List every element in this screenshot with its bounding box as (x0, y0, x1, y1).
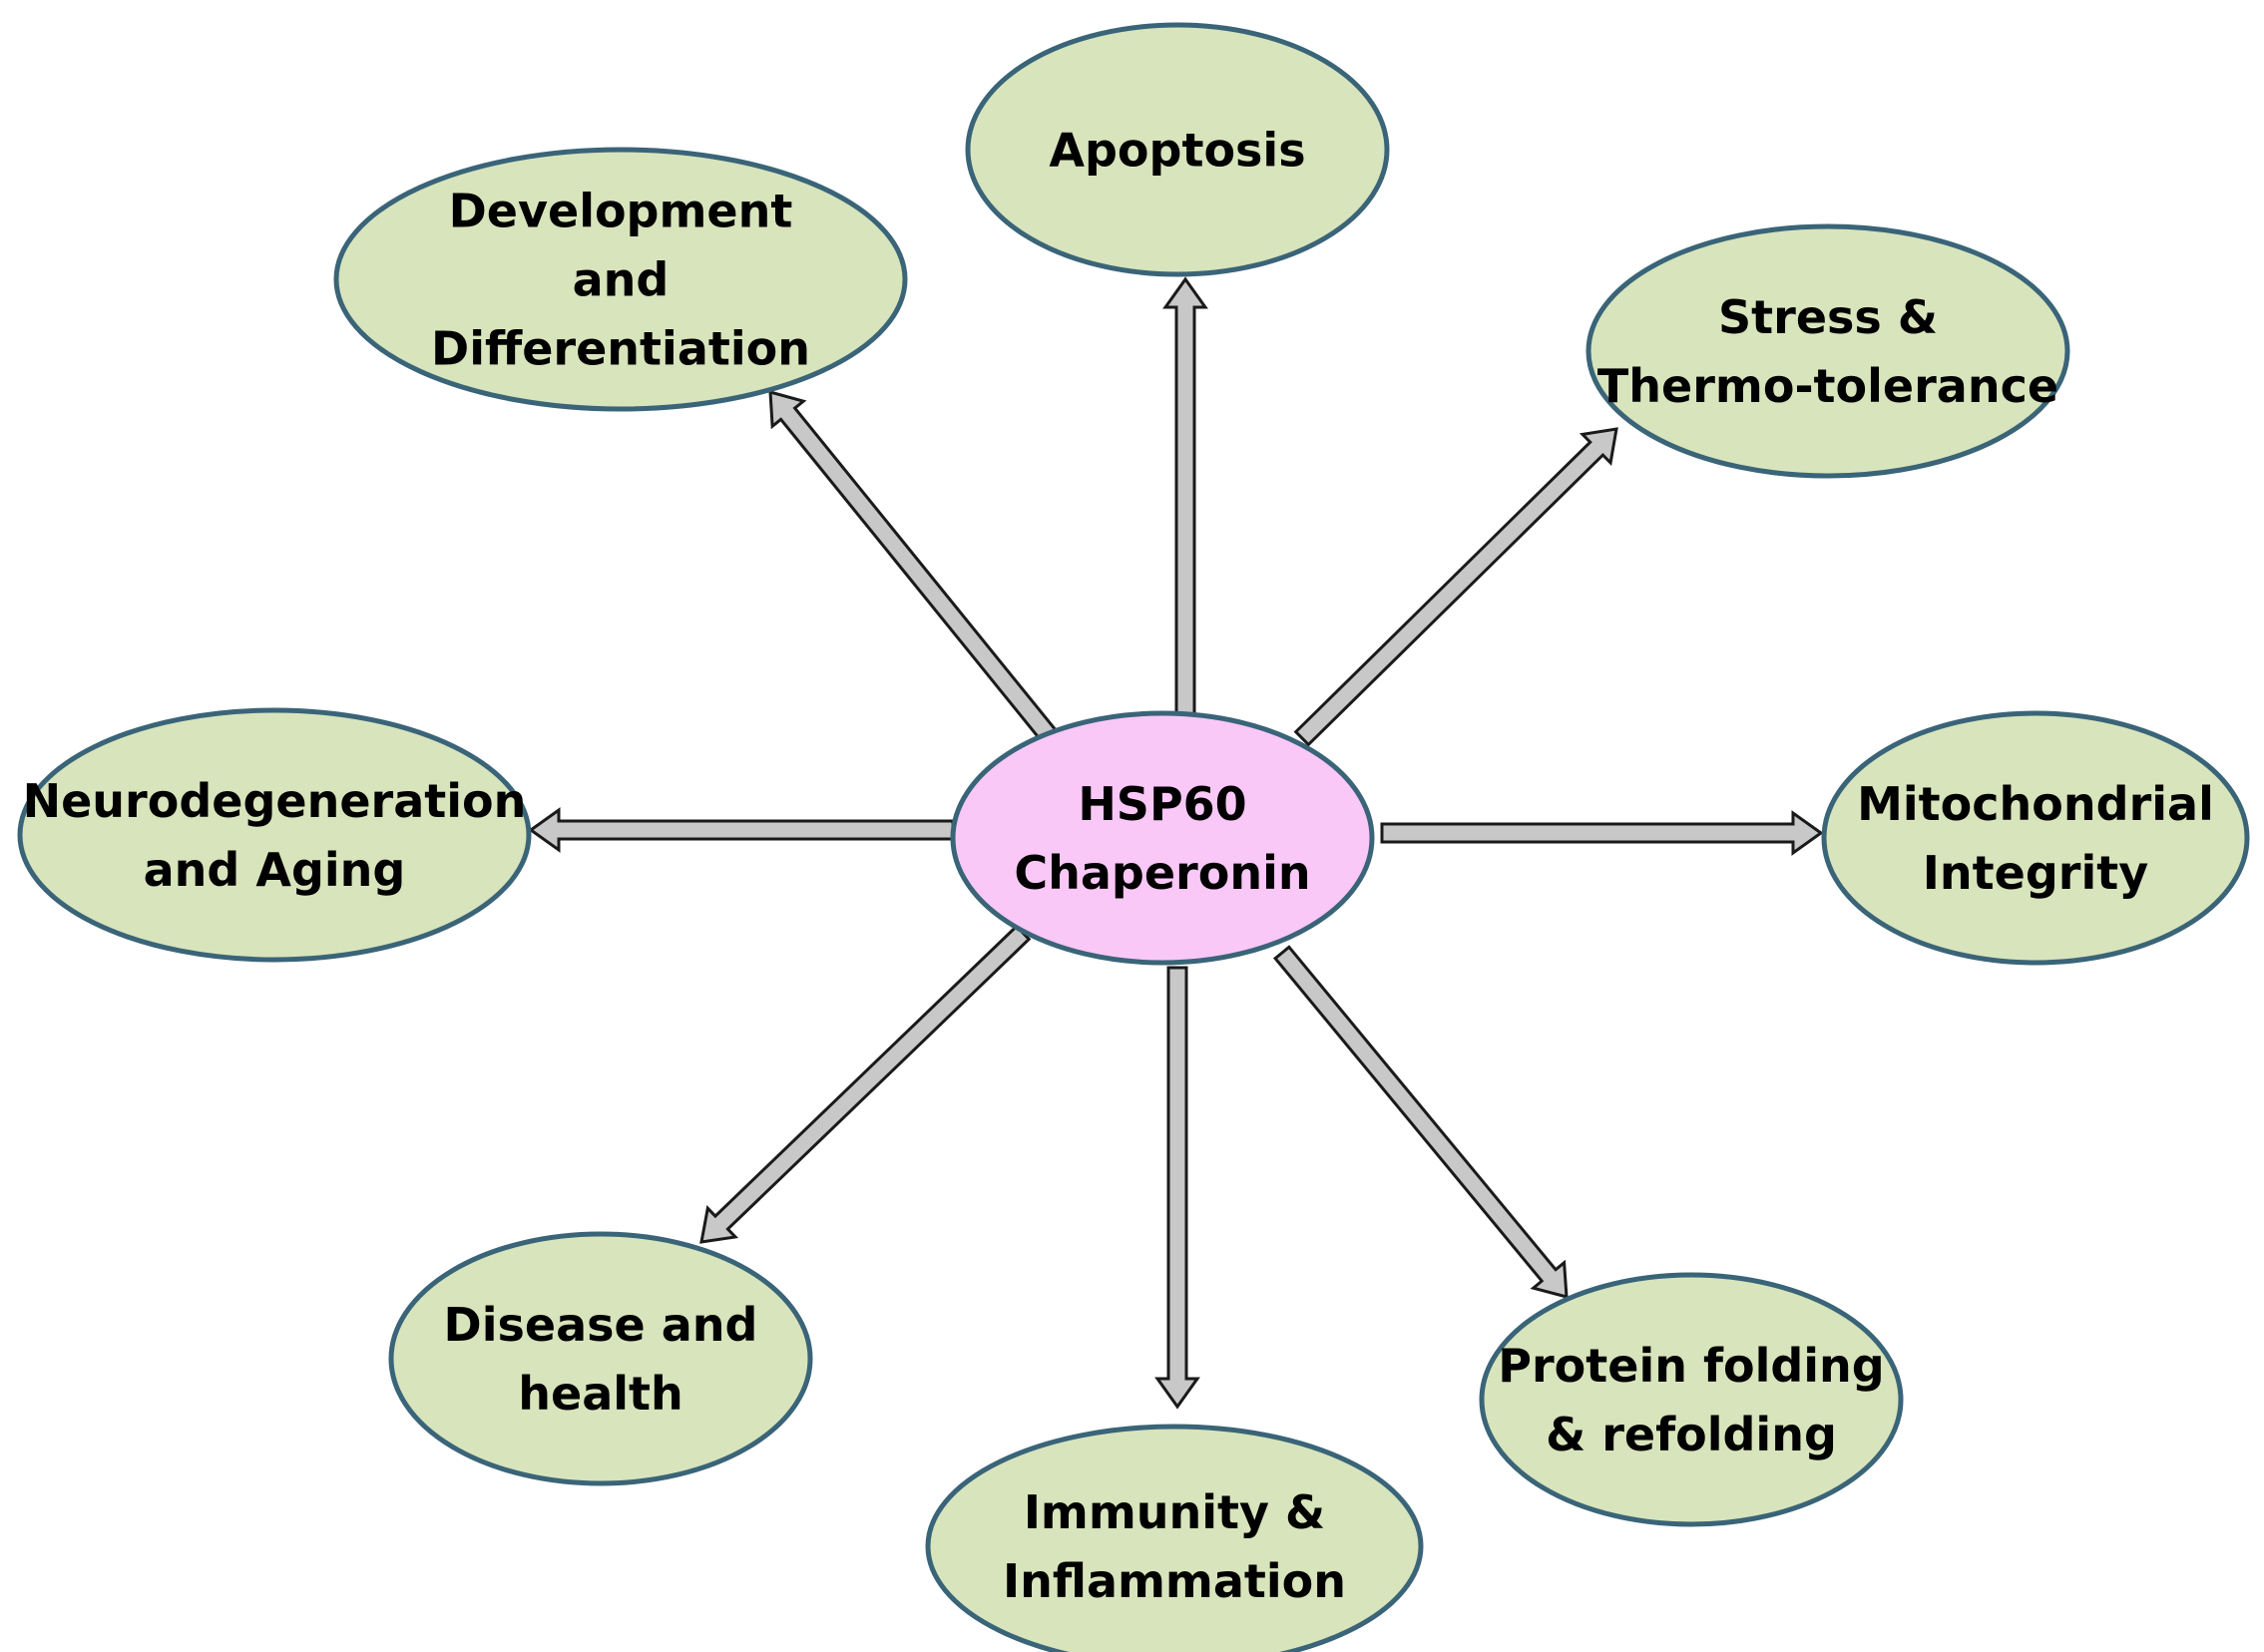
node-mitochondrial-label-line: Mitochondrial (1857, 777, 2214, 831)
arrow-to-stress (1293, 427, 1618, 747)
node-center-hsp60-label-line: Chaperonin (1014, 846, 1310, 900)
node-mitochondrial-ellipse (1821, 710, 2250, 966)
node-protein-folding-label-line: & refolding (1546, 1408, 1837, 1461)
node-protein-folding-ellipse (1479, 1272, 1904, 1527)
node-neurodegeneration-label-line: Neurodegeneration (23, 774, 527, 828)
node-neurodegeneration: Neurodegeneration and Aging (17, 707, 532, 963)
arrow-to-protein-folding (1272, 945, 1569, 1299)
node-mitochondrial-label-line: Integrity (1923, 846, 2148, 900)
node-stress-label-line: Thermo-tolerance (1597, 359, 2058, 413)
arrows-layer (528, 276, 1824, 1410)
node-stress-label-line: Stress & (1718, 290, 1938, 344)
node-development-ellipse (333, 147, 908, 412)
node-disease: Disease and health (388, 1231, 813, 1486)
arrow-to-neurodegeneration (528, 807, 955, 853)
arrow-to-immunity (1154, 966, 1200, 1410)
node-disease-ellipse (388, 1231, 813, 1486)
node-immunity-label-line: Immunity & (1024, 1485, 1325, 1539)
node-immunity-ellipse (925, 1424, 1424, 1652)
node-stress: Stress & Thermo-tolerance (1585, 223, 2070, 479)
node-apoptosis: Apoptosis (965, 22, 1390, 277)
node-neurodegeneration-label-line: and Aging (144, 843, 406, 897)
arrow-to-development (768, 389, 1061, 746)
arrow-to-disease (699, 924, 1032, 1244)
node-center-hsp60-label-line: HSP60 (1078, 777, 1246, 831)
node-disease-label-line: health (518, 1367, 683, 1421)
node-apoptosis-label-line: Apoptosis (1049, 124, 1305, 178)
node-disease-label-line: Disease and (444, 1298, 758, 1352)
node-protein-folding-label-line: Protein folding (1498, 1339, 1884, 1393)
node-stress-ellipse (1585, 223, 2070, 479)
node-development-label-line: Development (449, 185, 793, 238)
node-development-label-line: Differentiation (431, 322, 810, 376)
node-neurodegeneration-ellipse (17, 707, 532, 963)
node-immunity-label-line: Inflammation (1003, 1554, 1346, 1608)
arrow-to-apoptosis (1162, 276, 1208, 718)
arrow-to-mitochondrial (1380, 810, 1824, 856)
node-protein-folding: Protein folding & refolding (1479, 1272, 1904, 1527)
node-immunity: Immunity & Inflammation (925, 1424, 1424, 1652)
node-apoptosis-ellipse (965, 22, 1390, 277)
node-center-hsp60-ellipse (950, 710, 1375, 966)
node-development-label-line: and (573, 253, 670, 307)
